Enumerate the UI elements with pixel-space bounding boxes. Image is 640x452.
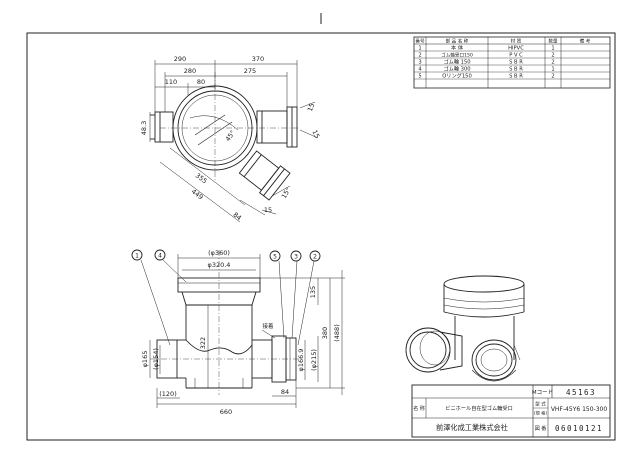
drawing-no-label: 図 番 (535, 425, 547, 432)
table-row-name: Oリング150 (442, 72, 472, 80)
parts-table: 番号 部 品 名 称 材 質 数量 備 考 1 本 体 HIPVC 1 2 ゴム… (413, 36, 611, 89)
dim-320-4: φ320.4 (208, 261, 231, 269)
dim-370: 370 (252, 55, 264, 63)
table-row-material: S B R (509, 74, 523, 80)
dim-166-9: φ166.9 (297, 349, 305, 372)
dim-154: (φ154) (152, 348, 160, 370)
table-row-qty: 1 (551, 46, 554, 52)
table-header-material: 材 質 (511, 38, 522, 45)
table-header-note: 備 考 (580, 38, 591, 45)
callout-3: 3 (294, 254, 298, 261)
dim-165: φ165 (141, 351, 149, 368)
plan-view (149, 60, 319, 223)
dim-660: 660 (220, 408, 232, 416)
dim-48-3: 48.3 (140, 121, 148, 135)
callout-4: 4 (158, 253, 162, 260)
dim-322: 322 (199, 337, 207, 349)
table-row-no: 5 (418, 74, 421, 80)
table-row-no: 2 (418, 53, 421, 59)
table-row-no: 1 (418, 46, 421, 52)
table-row-name: ゴム輪受口150 (441, 52, 473, 59)
dim-488: (488) (333, 324, 341, 341)
table-header-qty: 数量 (548, 38, 558, 45)
callout-2: 2 (313, 254, 317, 261)
dim-15-top: 15 (306, 102, 316, 113)
table-row-qty: 2 (551, 74, 554, 80)
dim-449: 449 (190, 187, 205, 201)
dim-380: 380 (321, 327, 329, 339)
dim-110: 110 (165, 78, 177, 86)
dim-360: (φ360) (208, 249, 230, 257)
callout-5: 5 (273, 254, 277, 261)
dim-15-degree: 15° (280, 186, 293, 200)
model-label-spec: (規 格) (534, 410, 547, 417)
company-name: 前澤化成工業株式会社 (436, 423, 508, 432)
dim-215: (φ215) (310, 349, 318, 371)
title-block: Mコード 45163 名 称 ビニホール自在型ゴム輪受口 型 式 (規 格) V… (411, 384, 611, 438)
dim-15-right: 15 (310, 129, 321, 140)
model-value: VHF-45Y6 150-300 (551, 406, 608, 413)
table-row-material: P V C (509, 53, 523, 59)
code-value: 45163 (566, 388, 596, 397)
table-row-material: HIPVC (508, 46, 524, 52)
dim-84-front: 84 (281, 388, 289, 396)
table-row-no: 3 (418, 60, 421, 66)
drawing-frame (26, 32, 616, 441)
table-header-name: 部 品 名 称 (446, 38, 469, 45)
dim-15-bottom: 15 (264, 206, 272, 214)
drawing-no-value: 06010121 (555, 424, 603, 433)
name-value: ビニホール自在型ゴム輪受口 (445, 404, 512, 412)
name-label: 名 称 (413, 405, 425, 412)
dim-280: 280 (184, 67, 196, 75)
dim-135: 135 (309, 286, 317, 298)
isometric-view (405, 275, 525, 382)
callout-1: 1 (135, 253, 139, 260)
label-connect: 接着 (262, 322, 274, 330)
table-row-material: S B R (509, 60, 523, 66)
table-row-name: ゴム輪 150 (443, 58, 470, 66)
table-row-name: 本 体 (451, 44, 464, 52)
table-row-name: ゴム輪 300 (443, 65, 470, 73)
dim-290: 290 (174, 55, 186, 63)
table-row-material: S B R (509, 67, 523, 73)
table-row-qty: 2 (551, 53, 554, 59)
dim-45-degree: 45° (224, 129, 237, 143)
dim-120: (120) (159, 390, 176, 398)
table-header-no: 番号 (415, 38, 425, 45)
table-row-no: 4 (418, 67, 422, 73)
dim-80: 80 (197, 78, 205, 86)
front-view-dimensions: (φ360) φ320.4 322 135 380 (488) φ165 (φ1… (135, 249, 341, 416)
dim-84-plan: 84 (231, 211, 242, 222)
front-view (131, 249, 345, 408)
model-label: 型 式 (535, 401, 546, 408)
dim-275: 275 (244, 67, 256, 75)
plan-view-dimensions: 290 370 280 275 110 80 48.3 45° 15 15 35… (140, 55, 321, 222)
code-label: Mコード (532, 389, 553, 396)
table-row-qty: 2 (551, 60, 554, 66)
table-row-qty: 1 (551, 67, 554, 73)
dim-355: 355 (194, 171, 209, 185)
